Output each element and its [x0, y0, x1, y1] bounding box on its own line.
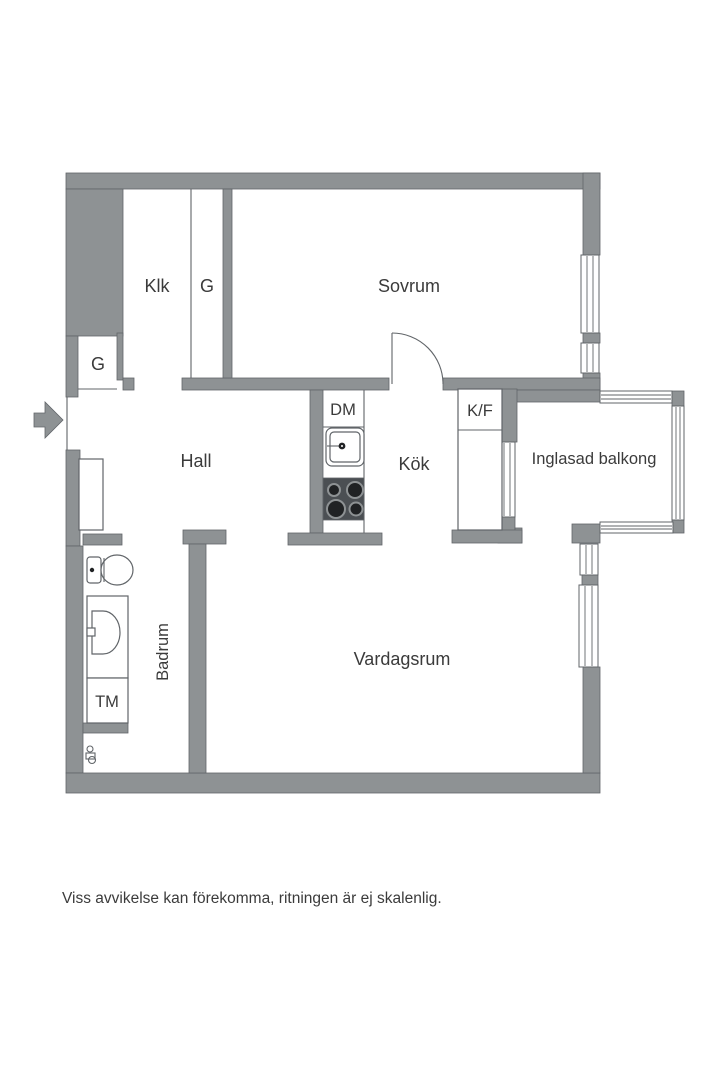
burner: [327, 483, 341, 497]
wall-kok-bottom: [287, 532, 383, 546]
wall-kf-bottom: [451, 529, 523, 544]
wall-balcony-top: [506, 389, 601, 403]
stove: [322, 477, 365, 521]
label-dm: DM: [330, 401, 356, 419]
wall-sovrum-right-of-door: [442, 377, 601, 391]
doors: [33, 332, 444, 531]
label-kok: Kök: [398, 454, 430, 474]
label-g-strip: G: [200, 276, 214, 296]
sovrum-door: [391, 332, 444, 385]
wall-left-thick-block: [65, 188, 124, 337]
washing-machine: [86, 677, 129, 724]
wall-right-window-gap: [582, 332, 601, 344]
wall-left-badrum: [65, 545, 84, 774]
outer-walls: [65, 172, 601, 794]
label-tm: TM: [95, 693, 119, 711]
label-g-closet: G: [91, 354, 105, 374]
wall-right-bottom: [582, 666, 601, 774]
wall-bottom: [65, 772, 601, 794]
vardagsrum-window-1: [579, 543, 599, 576]
wall-hall-sovrum: [181, 377, 390, 391]
labels: Klk G G Sovrum Hall DM Kök K/F Inglasad …: [91, 276, 656, 711]
bathroom-sink: [86, 595, 129, 679]
kitchen-fixtures: [322, 388, 503, 533]
wall-right-window-gap2: [581, 574, 599, 586]
disclaimer-text: Viss avvikelse kan förekomma, ritningen …: [62, 890, 442, 907]
wall-kok-balcony: [501, 388, 518, 443]
wall-badrum-top: [82, 533, 123, 546]
label-klk: Klk: [144, 276, 170, 296]
interior-walls: [82, 188, 685, 774]
wall-right-top: [582, 172, 601, 256]
wall-tm-stub: [82, 722, 129, 734]
label-balkong: Inglasad balkong: [532, 450, 657, 468]
wall-balcony-corner-tr: [671, 390, 685, 407]
wall-left-below-entry: [65, 449, 81, 547]
bathroom-fixtures: [85, 554, 134, 765]
vardagsrum-window-2: [578, 584, 599, 668]
wall-hall-vardagsrum-bar: [182, 529, 227, 545]
balcony-glazing-bottom: [599, 521, 674, 534]
label-hall: Hall: [180, 451, 211, 471]
fridge-freezer-unit: [457, 388, 503, 531]
wall-left-beside-gcloset: [65, 335, 79, 398]
entry-arrow-icon: [33, 401, 64, 439]
burner: [346, 481, 364, 499]
burner: [348, 501, 364, 517]
wall-balcony-corner-br: [671, 519, 685, 534]
balcony-glazing-right: [671, 405, 685, 521]
label-badrum: Badrum: [154, 623, 172, 681]
wall-balcony-corner-bl: [571, 523, 601, 544]
kitchen-sink: [325, 427, 365, 467]
toilet: [86, 554, 134, 586]
label-vardagsrum: Vardagsrum: [354, 649, 451, 669]
entry-door-leaf: [78, 458, 104, 531]
wall-badrum-vardagsrum: [188, 543, 207, 774]
sovrum-window-1: [580, 254, 600, 334]
label-sovrum: Sovrum: [378, 276, 440, 296]
closet-lines: [78, 189, 192, 390]
wall-hall-kok: [309, 389, 324, 534]
wall-top: [65, 172, 601, 190]
wall-gstrip-sovrum: [222, 188, 233, 379]
label-kf: K/F: [467, 402, 493, 420]
balcony-glazing-top: [599, 390, 673, 404]
floor-drain-icon: [85, 745, 97, 765]
sovrum-window-2: [580, 342, 600, 374]
wall-gcloset-right: [116, 332, 124, 381]
wall-gcloset-foot: [122, 377, 135, 391]
burner: [326, 499, 346, 519]
